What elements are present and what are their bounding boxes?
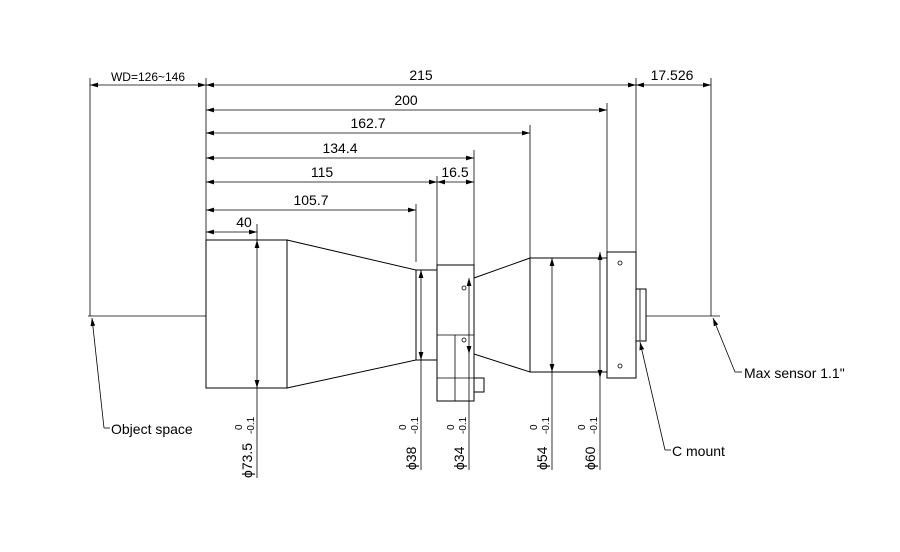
dim-215: 215	[409, 67, 433, 83]
diameter-label-73-5: ϕ73.5 0 -0.1	[234, 416, 257, 478]
svg-text:ϕ34: ϕ34	[451, 446, 467, 470]
extension-lines	[89, 78, 712, 316]
leader-lines	[90, 317, 742, 451]
svg-text:ϕ38: ϕ38	[403, 446, 419, 470]
max-sensor-label: Max sensor 1.1"	[744, 365, 845, 381]
diameter-label-54: ϕ54 0 -0.1	[529, 416, 552, 470]
diameter-lines	[254, 240, 603, 478]
diameter-label-34: ϕ34 0 -0.1	[446, 416, 469, 470]
diameter-label-60: ϕ60 0 -0.1	[577, 416, 600, 470]
dim-200: 200	[394, 92, 418, 108]
svg-text:0: 0	[529, 424, 540, 430]
object-space-label: Object space	[111, 421, 193, 437]
svg-text:-0.1: -0.1	[246, 416, 257, 434]
dim-162-7: 162.7	[350, 115, 385, 131]
dim-134-4: 134.4	[322, 140, 357, 156]
lens-body	[205, 239, 647, 402]
dim-wd: WD=126~146	[111, 70, 185, 84]
dim-16-5: 16.5	[441, 164, 468, 180]
dim-40: 40	[236, 214, 252, 230]
diameter-label-38: ϕ38 0 -0.1	[398, 416, 421, 470]
svg-text:0: 0	[398, 424, 409, 430]
svg-text:ϕ54: ϕ54	[534, 446, 550, 470]
c-mount-label: C mount	[672, 443, 725, 459]
svg-text:-0.1: -0.1	[541, 416, 552, 434]
svg-text:0: 0	[446, 424, 457, 430]
svg-text:0: 0	[234, 424, 245, 430]
dim-105-7: 105.7	[293, 192, 328, 208]
svg-text:ϕ60: ϕ60	[582, 446, 598, 470]
dim-115: 115	[311, 164, 334, 180]
dim-17526: 17.526	[651, 67, 694, 83]
svg-text:-0.1: -0.1	[458, 416, 469, 434]
svg-text:0: 0	[577, 424, 588, 430]
svg-text:ϕ73.5: ϕ73.5	[239, 443, 255, 478]
svg-text:-0.1: -0.1	[410, 416, 421, 434]
svg-text:-0.1: -0.1	[589, 416, 600, 434]
dimension-lines	[90, 82, 711, 235]
